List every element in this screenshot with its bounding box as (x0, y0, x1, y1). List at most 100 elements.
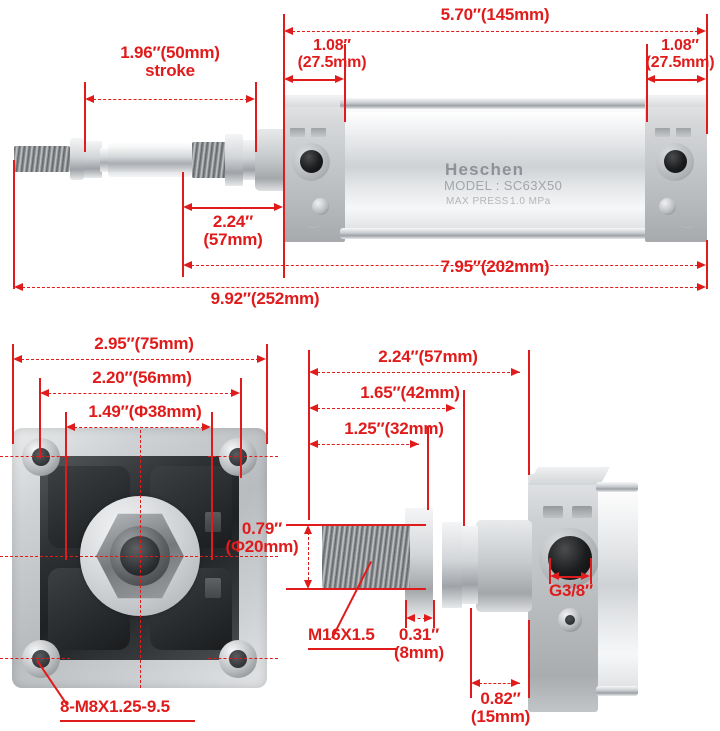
rod-tip-washer (70, 138, 84, 180)
arrow-extended-right (697, 282, 706, 291)
arrow-body-left (284, 26, 293, 35)
dim-extended-length: 9.92″(252mm) (210, 289, 320, 308)
ext-line-detail-thread-right (427, 426, 429, 510)
detail-gland-boss (476, 520, 532, 612)
dim-cap-right: 1.08″ (27.5mm) (645, 37, 715, 71)
ext-line-detail-total-right (528, 350, 530, 475)
tie-rod-bottom (340, 228, 650, 239)
rod-sleeve (108, 143, 192, 177)
model-label: MODEL : SC63X50 (444, 178, 563, 193)
centerline-vertical (140, 430, 141, 688)
tie-rod-top (340, 98, 650, 109)
dim-line-port (558, 576, 582, 578)
arrow-port-right (581, 571, 590, 580)
dim-line-nut-thk (412, 618, 426, 619)
right-cap-arrow-mark (679, 220, 695, 228)
ext-line-body-right (706, 14, 708, 134)
dim-line-rod-dia (308, 532, 309, 580)
dim-line-detail-thread (317, 444, 419, 445)
detail-rod-collar (460, 526, 478, 604)
ext-line-port-left (549, 558, 551, 584)
arrow-rodthread-a (183, 202, 192, 211)
barrel-highlight (345, 112, 645, 134)
ext-line-rodthread-right (283, 133, 285, 278)
callout-underline-rod-thread (308, 648, 398, 650)
arrow-detail-mid-right (446, 403, 455, 412)
ext-line-bore-right (211, 412, 213, 560)
centerline-horizontal (0, 556, 278, 557)
arrow-capleft-a (284, 74, 293, 83)
arrow-width-left (13, 354, 22, 363)
ext-line-width-left (12, 344, 14, 444)
detail-rod-thread (322, 524, 410, 588)
callout-port: G3/8″ (549, 581, 593, 600)
dim-line-stroke (93, 99, 248, 100)
rod-tip-nut (84, 141, 102, 178)
rod-end-detail-view: 2.24″(57mm) 1.65″(42mm) 1.25″(32mm) 0.79… (225, 330, 720, 731)
dim-bolt-spacing: 2.20″(56mm) (92, 368, 192, 387)
dim-line-retracted (191, 265, 698, 266)
bolt-centerline-top (0, 456, 70, 457)
detail-arrow-mark (549, 636, 571, 646)
dim-stroke: 1.96″(50mm) stroke (120, 43, 220, 81)
ext-line-rodthread-left (182, 172, 184, 277)
dim-line-detail-total (317, 372, 520, 373)
arrow-nut-right (424, 613, 433, 622)
dim-line-bolt-spacing (48, 393, 233, 394)
detail-tierod-top (596, 482, 638, 492)
detail-cap-mark-2 (572, 506, 592, 518)
dim-line-detail-mid (317, 408, 455, 409)
bolt-socket-br (229, 650, 247, 668)
callout-underline-bolts (60, 720, 195, 722)
ext-line-detail-total-left (308, 350, 310, 520)
arrow-bore-right (202, 422, 211, 431)
arrow-capthk-right (511, 678, 520, 687)
callout-rod-thread: M16X1.5 (308, 625, 375, 644)
rod-lock-nut (225, 134, 243, 186)
dim-line-rod-thread (191, 207, 275, 209)
dim-line-cap-thk (479, 683, 520, 684)
ext-line-capright-inner (646, 44, 648, 122)
dim-line-cap-left (292, 79, 336, 81)
arrow-capleft-b (335, 74, 344, 83)
ext-line-nut-right (433, 600, 435, 628)
arrow-retracted-right (697, 260, 706, 269)
bolt-centerline-top-right (208, 456, 278, 457)
arrow-body-right (697, 26, 706, 35)
arrow-capright-a (646, 74, 655, 83)
dim-rod-dia: 0.79″ (Φ20mm) (225, 519, 299, 557)
max-press-value: 1.0 MPa (510, 196, 551, 207)
callout-bolts: 8-M8X1.25-9.5 (60, 697, 170, 716)
rod-tip-thread (14, 146, 70, 172)
arrow-bolt-right (231, 388, 240, 397)
detail-tierod-bottom (596, 686, 638, 696)
dim-rod-thread: 2.24″ (57mm) (203, 212, 263, 250)
arrow-bolt-left (40, 388, 49, 397)
dim-line-bore-register (74, 427, 204, 428)
bolt-centerline-bottom (0, 658, 70, 659)
side-elevation-view: Heschen MODEL : SC63X50 MAX PRESS 1.0 MP… (0, 0, 720, 318)
dim-detail-thread-len: 1.25″(32mm) (344, 419, 444, 438)
bolt-socket-bl (32, 650, 50, 668)
dim-cap-thk: 0.82″ (15mm) (470, 689, 531, 727)
detail-cap-mark-1 (543, 506, 563, 518)
brand-label: Heschen (445, 160, 525, 179)
ext-line-extended-right (706, 240, 708, 289)
arrow-detail-thread-right (410, 439, 419, 448)
right-cap-cushion-screw (659, 198, 676, 215)
arrow-bore-left (66, 422, 75, 431)
detail-cushion-bore (565, 615, 575, 625)
left-cap-marking-2 (311, 128, 326, 137)
emboss-mark-upper (205, 512, 221, 532)
left-cap-port-hole (300, 150, 323, 173)
arrow-detail-total-left (309, 367, 318, 376)
ext-line-capthk-left (470, 608, 472, 698)
detail-cap-top-bevel (528, 467, 610, 485)
arrow-nut-left (406, 613, 415, 622)
ext-line-detail-mid-right (463, 390, 465, 526)
ext-line-stroke-left (84, 82, 86, 152)
bolt-socket-tr (229, 448, 247, 466)
rod-collar (243, 140, 255, 180)
arrow-stroke-left (85, 94, 94, 103)
dim-cap-left: 1.08″ (27.5mm) (297, 37, 367, 71)
